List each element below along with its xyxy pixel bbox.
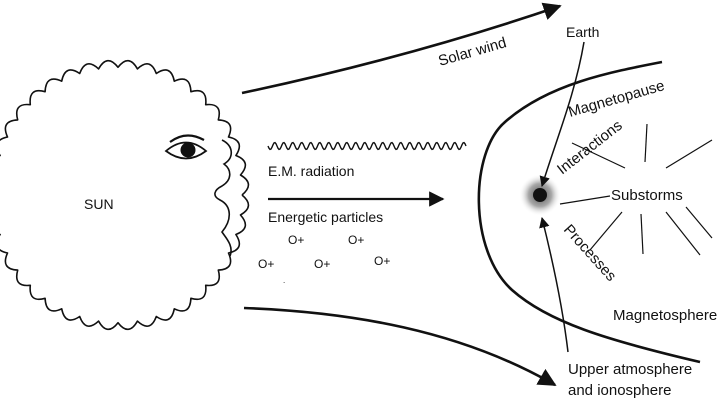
magnetopause-label: Magnetopause: [566, 77, 666, 121]
particle-label: O+: [348, 233, 364, 247]
earth-label: Earth: [566, 24, 599, 40]
upper-atmosphere-label-line1: Upper atmosphere: [568, 361, 692, 378]
sun-outline: [0, 61, 248, 330]
em-radiation-wave: [268, 143, 466, 150]
lower-flow-arrow: [244, 308, 555, 385]
particle-label: O+: [258, 257, 274, 271]
particle-label: .: [283, 276, 285, 285]
particle-label: O+: [288, 233, 304, 247]
atmosphere-leader-arrow: [542, 218, 568, 352]
earth-icon: [519, 174, 561, 216]
energetic-particles-label: Energetic particles: [268, 209, 383, 225]
interactions-label: Interactions: [554, 117, 626, 178]
particle-group: O+ O+ O+ O+ O+.: [258, 233, 390, 285]
sun-label: SUN: [84, 196, 114, 212]
upper-atmosphere-label-line2: and ionosphere: [568, 382, 671, 399]
substorms-label: Substorms: [611, 187, 683, 204]
solar-wind-label: Solar wind: [436, 34, 508, 70]
magnetosphere-label: Magnetosphere: [613, 307, 717, 324]
em-radiation-label: E.M. radiation: [268, 163, 354, 179]
particle-label: O+: [314, 257, 330, 271]
sun-eye-icon: [166, 135, 206, 158]
processes-label: Processes: [560, 221, 619, 284]
sun-face-profile: [215, 140, 231, 256]
solar-wind-arrow: [242, 6, 560, 93]
particle-label: O+: [374, 254, 390, 268]
